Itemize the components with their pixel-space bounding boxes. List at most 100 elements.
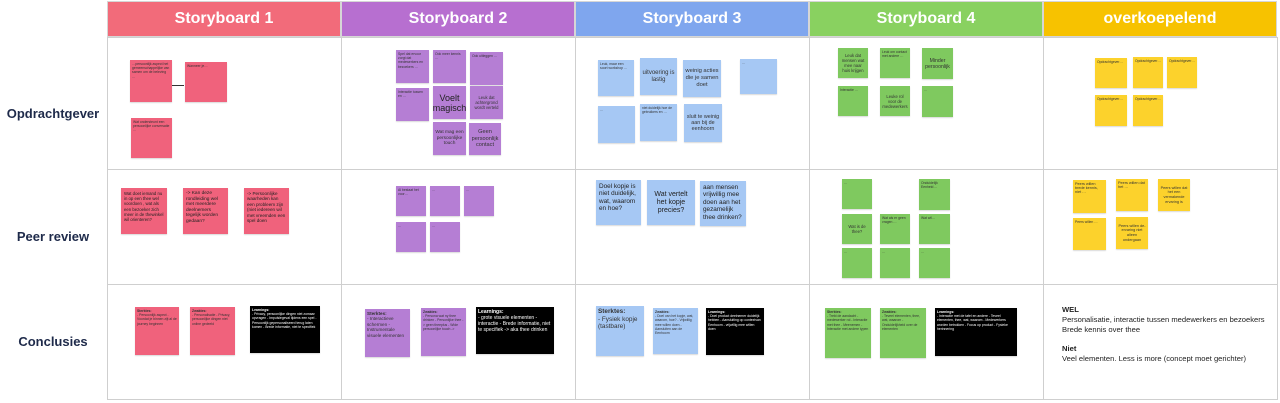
sticky-note[interactable]: -> Persoonlijke waarheden kan een proble…	[244, 188, 289, 234]
conclusion-body: - Interactie met de tafel en andere - Te…	[937, 314, 1008, 331]
conclusion-body: - grote visuele elementen - interactie -…	[478, 315, 551, 333]
sticky-note[interactable]: Opdrachtgever…	[1095, 58, 1127, 88]
sticky-note[interactable]: …	[842, 248, 872, 278]
header-overkoepelend[interactable]: overkoepelend	[1043, 1, 1277, 37]
conclusion-body: - Persona wat ny thee drinken - Personli…	[423, 314, 464, 331]
conclusion-body: - Trekt de aandacht - medewerker rol - I…	[827, 314, 869, 331]
sticky-note[interactable]: Opdrachtgever…	[1167, 57, 1197, 88]
conclusion-title: Sterktes:	[598, 308, 626, 315]
sticky-note[interactable]: Wanneer je…	[185, 62, 227, 102]
conclusion-title: Learnings:	[937, 310, 955, 314]
conclusion-title: Zwaktes:	[423, 310, 438, 314]
header-storyboard-4[interactable]: Storyboard 4	[809, 1, 1043, 37]
row-label-peer-review: Peer review	[16, 229, 90, 244]
sticky-note[interactable]: …	[396, 222, 426, 252]
header-storyboard-3[interactable]: Storyboard 3	[575, 1, 809, 37]
sticky-note[interactable]: sluit te weinig aan bij de eenhoorn	[684, 104, 722, 142]
conclusion-title: Zwaktes:	[655, 310, 670, 314]
sticky-note[interactable]: Peers willen de-ervaring niet alleen ond…	[1116, 217, 1148, 249]
sticky-note[interactable]: …	[919, 248, 950, 278]
sticky-note[interactable]: Doel kopje is niet duidelijk, wat, waaro…	[596, 180, 641, 225]
sticky-note[interactable]: Peers willen dat het een vermakende erva…	[1158, 179, 1190, 211]
sticky-note[interactable]: Peers willen dat het …	[1116, 179, 1148, 211]
conclusion-body: - Privacy, persoonlijke dingen niet zoma…	[252, 312, 317, 329]
sticky-note[interactable]: Opdrachtgever…	[1133, 57, 1163, 88]
sticky-note[interactable]: Wat doet iemand nu in op een thee wel vo…	[121, 188, 167, 234]
sticky-note[interactable]: …	[740, 59, 777, 94]
sticky-note[interactable]: Spel dat ervoor zorgt dat medewerkers en…	[396, 50, 429, 83]
header-storyboard-2[interactable]: Storyboard 2	[341, 1, 575, 37]
conclusion-sterktes[interactable]: Sterktes: - Persoonlijk aspect - Voordat…	[135, 307, 179, 355]
sticky-note[interactable]: Wat ondersteunt een persoonlijke convers…	[131, 118, 172, 158]
conclusion-body: - Doel product deelnemer duidelijk hebbe…	[708, 314, 761, 331]
sticky-note[interactable]: Leuk om contact met andere …	[880, 48, 910, 78]
sticky-note[interactable]: Ook meer kennis …	[433, 50, 466, 83]
sticky-note[interactable]: aan mensen vrijwillig mee doen aan het g…	[700, 181, 746, 226]
conclusion-body: - Persoonlijk aspect - Voordat je binnen…	[137, 313, 177, 326]
sticky-note[interactable]: Opdrachtgever…	[1133, 95, 1163, 126]
sticky-note[interactable]: Leuk, maar een soort workshop …	[598, 60, 634, 96]
conclusion-title: Sterktes:	[827, 310, 842, 314]
sticky-note[interactable]: Wat wil…	[919, 214, 950, 244]
conclusion-zwaktes[interactable]: Zwaktes: - Teveel elementen, thee, wat, …	[880, 308, 926, 358]
sticky-note[interactable]: Interactie …	[838, 86, 868, 116]
conclusion-niet: Niet Veel elementen. Less is more (conce…	[1062, 344, 1272, 364]
conclusion-title: Sterktes:	[137, 309, 152, 313]
cell-ov-conclusies[interactable]	[1043, 284, 1278, 400]
conclusion-learnings[interactable]: Learnings: - grote visuele elementen - i…	[476, 307, 554, 354]
conclusion-niet-line: Veel elementen. Less is more (concept mo…	[1062, 354, 1247, 364]
sticky-note[interactable]: Wat is de thee?	[842, 214, 872, 244]
conclusion-sterktes[interactable]: Sterktes: - Interactieve schermen - Inst…	[365, 309, 410, 357]
header-storyboard-1[interactable]: Storyboard 1	[107, 1, 341, 37]
sticky-note[interactable]: Leuk dat mensen wat mee naar huis krijge…	[838, 48, 868, 78]
sticky-note[interactable]: …persoonlijk aspect het gemeenschappelij…	[130, 60, 172, 102]
row-label-opdrachtgever: Opdrachtgever	[6, 106, 100, 121]
sticky-note[interactable]: …	[880, 248, 910, 278]
sticky-note[interactable]: …	[842, 179, 872, 209]
conclusion-wel-line: Brede kennis over thee	[1062, 324, 1141, 334]
sticky-note[interactable]: Wat vertelt het kopje precies?	[647, 180, 695, 225]
sticky-note[interactable]: weinig acties die je samen doet	[683, 60, 721, 97]
conclusion-zwaktes[interactable]: Zwaktes: - Persona wat ny thee drinken -…	[421, 308, 466, 356]
sticky-note[interactable]: Al bestaat het voor…	[396, 186, 426, 216]
conclusion-body: - Personalisatie - Privacy, persoonlijke…	[192, 313, 231, 326]
sticky-note[interactable]: Onduidelijk Eenheid…	[919, 179, 950, 210]
conclusion-title: Learnings:	[478, 309, 504, 315]
conclusion-zwaktes[interactable]: Zwaktes: - Personalisatie - Privacy, per…	[190, 307, 235, 355]
connector-line	[172, 85, 184, 86]
sticky-note[interactable]: Minder persoonlijk	[922, 48, 953, 79]
conclusion-title: Learnings:	[708, 310, 726, 314]
sticky-note[interactable]: niet duidelijk hoe de gebruikers en …	[640, 104, 677, 141]
sticky-note[interactable]: -> Kan deze rondleiding wel met meerdere…	[183, 188, 228, 234]
conclusion-title: Zwaktes:	[882, 310, 897, 314]
conclusion-sterktes[interactable]: Sterktes: - Fysiek kopje (tastbare)	[596, 306, 644, 356]
sticky-note[interactable]: Ook uitleggen …	[470, 52, 503, 85]
sticky-note[interactable]: uitvoering is lastig	[640, 58, 677, 95]
sticky-note[interactable]: …	[430, 222, 460, 252]
sticky-note[interactable]: Interactie tussen en …	[396, 88, 429, 121]
conclusion-learnings[interactable]: Learnings: - Interactie met de tafel en …	[935, 308, 1017, 356]
sticky-note[interactable]: Leuk dat achtergrond wordt verteld	[470, 86, 503, 119]
conclusion-learnings[interactable]: Learnings: - Doel product deelnemer duid…	[706, 308, 764, 355]
sticky-note[interactable]: …	[598, 106, 635, 143]
sticky-note[interactable]: …	[464, 186, 494, 216]
sticky-note[interactable]: Opdrachtgever…	[1095, 95, 1127, 126]
conclusion-wel-line: Personalisatie, interactie tussen medewe…	[1062, 315, 1265, 325]
sticky-note[interactable]: Peers willen brede kennis, niet …	[1073, 180, 1106, 213]
sticky-note[interactable]: Leuke rol voor de medewerkers	[880, 86, 910, 116]
conclusion-niet-title: Niet	[1062, 344, 1077, 353]
conclusion-zwaktes[interactable]: Zwaktes: - Doel van het kopje, wat, waar…	[653, 308, 698, 354]
sticky-note[interactable]: …	[430, 186, 460, 216]
sticky-note[interactable]: Peers willen …	[1073, 218, 1106, 250]
sticky-note[interactable]: Geen persoonlijk contact	[469, 123, 501, 155]
conclusion-wel: WEL Personalisatie, interactie tussen me…	[1062, 305, 1272, 334]
sticky-note[interactable]: …	[922, 86, 953, 117]
sticky-note[interactable]: Wat mag een persoonlijke touch	[433, 122, 466, 155]
conclusion-sterktes[interactable]: Sterktes: - Trekt de aandacht - medewerk…	[825, 308, 871, 358]
conclusion-title: Zwaktes:	[192, 309, 207, 313]
sticky-note[interactable]: Wat als er geen vragen …	[880, 214, 910, 244]
conclusion-learnings[interactable]: Learnings: - Privacy, persoonlijke dinge…	[250, 306, 320, 353]
